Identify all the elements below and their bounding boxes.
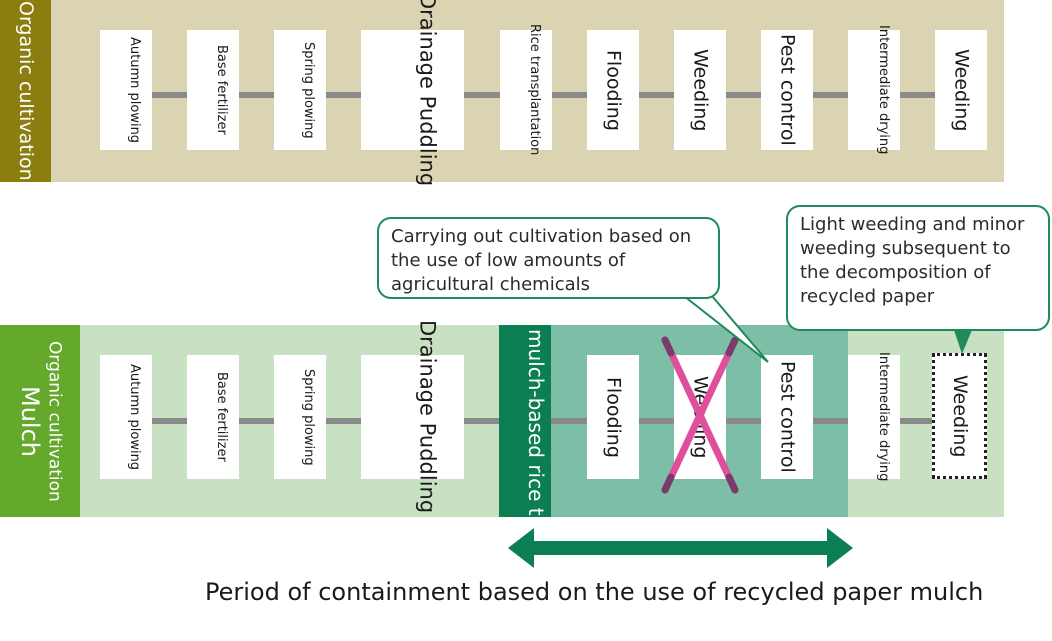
- row1-step-rice-transplantation: Rice transplantation: [500, 24, 552, 156]
- row1-step-base-fertilizer: Base fertilizer: [187, 30, 239, 150]
- mulch-cultivation-label: Mulch Organic cultivation: [0, 325, 80, 517]
- cross-stroke-2: [661, 336, 739, 494]
- containment-period-caption: Period of containment based on the use o…: [205, 578, 984, 606]
- row2-step-weeding-light: Weeding: [932, 353, 987, 479]
- cross-out-mark: [661, 336, 739, 494]
- row2-step-autumn-plowing: Autumn plowing: [100, 355, 152, 479]
- light-weeding-callout: Light weeding and minor weeding subseque…: [786, 205, 1050, 331]
- arrow-shape: [508, 528, 853, 568]
- cross-stroke-1-end-top: [661, 336, 675, 357]
- row2-step-pest-control: Pest control: [761, 355, 813, 479]
- row1-step-weeding-final: Weeding: [935, 30, 987, 150]
- cross-stroke-2-end-bottom: [661, 473, 675, 494]
- row2-step-spring-plowing: Spring plowing: [274, 355, 326, 479]
- organic-cultivation-label: Organic cultivation: [0, 0, 51, 182]
- row2-step-drainage-puddling: Drainage Puddling: [361, 320, 464, 514]
- row1-step-spring-plowing: Spring plowing: [274, 30, 326, 150]
- containment-period-arrow: [508, 528, 853, 568]
- cross-stroke-2-end-top: [725, 336, 739, 357]
- row1-step-drainage-puddling: Drainage Puddling: [361, 0, 464, 187]
- row2-step-intermediate-drying: Intermediate drying: [848, 352, 900, 482]
- row2-step-base-fertilizer: Base fertilizer: [187, 355, 239, 479]
- row1-step-intermediate-drying: Intermediate drying: [848, 25, 900, 155]
- row2-step-mulch-transplanters: mulch-based rice transplanters: [499, 325, 551, 641]
- row1-step-flooding: Flooding: [587, 30, 639, 150]
- light-weeding-callout-tail: [954, 330, 972, 354]
- low-chemicals-callout-tail: [681, 295, 769, 363]
- low-chemicals-callout: Carrying out cultivation based on the us…: [377, 217, 720, 299]
- row1-step-autumn-plowing: Autumn plowing: [100, 30, 152, 150]
- row2-step-flooding: Flooding: [587, 355, 639, 479]
- row1-step-weeding: Weeding: [674, 30, 726, 150]
- row1-step-pest-control: Pest control: [761, 30, 813, 150]
- cross-stroke-1-end-bottom: [725, 473, 739, 494]
